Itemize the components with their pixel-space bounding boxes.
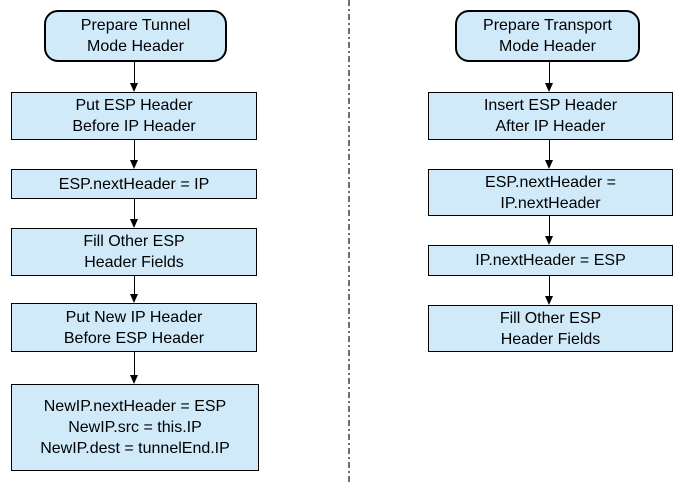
arrow-down-icon <box>130 140 139 169</box>
node-ip-nextheader-esp: IP.nextHeader = ESP <box>428 245 673 276</box>
arrow-down-icon <box>545 216 554 245</box>
node-prepare-tunnel-mode-header: Prepare Tunnel Mode Header <box>44 10 227 62</box>
node-esp-nextheader-ip: ESP.nextHeader = IP <box>11 169 257 199</box>
arrow-down-icon <box>130 199 139 228</box>
arrow-down-icon <box>130 352 139 384</box>
arrow-down-icon <box>130 276 139 303</box>
node-prepare-transport-mode-header: Prepare Transport Mode Header <box>455 10 640 62</box>
dashed-divider-line <box>348 0 350 482</box>
node-esp-nextheader-ip-nextheader: ESP.nextHeader = IP.nextHeader <box>428 169 673 216</box>
node-put-esp-header-before-ip-header: Put ESP Header Before IP Header <box>11 92 257 140</box>
node-insert-esp-header-after-ip-header: Insert ESP Header After IP Header <box>428 92 673 140</box>
arrow-down-icon <box>545 140 554 169</box>
arrow-down-icon <box>545 276 554 305</box>
node-fill-other-esp-header-fields-tunnel: Fill Other ESP Header Fields <box>11 228 257 276</box>
node-newip-assignments: NewIP.nextHeader = ESP NewIP.src = this.… <box>11 384 259 471</box>
arrow-down-icon <box>545 62 554 92</box>
node-fill-other-esp-header-fields-transport: Fill Other ESP Header Fields <box>428 305 673 352</box>
arrow-down-icon <box>130 62 139 92</box>
node-put-new-ip-header-before-esp-header: Put New IP Header Before ESP Header <box>11 303 257 352</box>
